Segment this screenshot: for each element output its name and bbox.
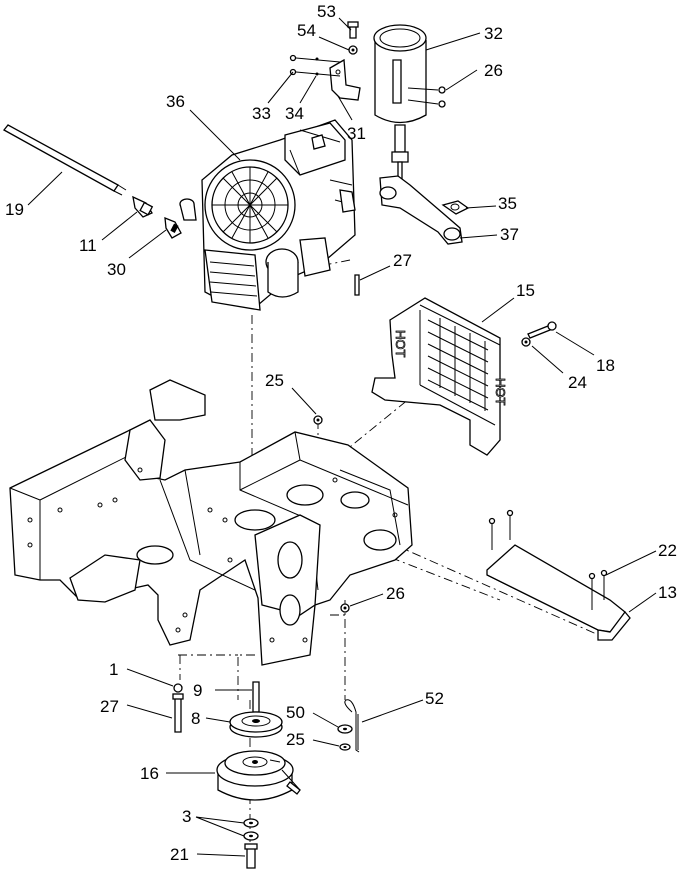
callout-31: 31 [347,124,366,143]
callout-34: 34 [285,104,304,123]
fuel-tube-19 [3,124,127,196]
fuel-filter [179,198,197,221]
washers-3 [243,818,259,841]
heat-shield-15: HOT HOT [371,297,508,456]
bracket-31 [329,58,361,101]
callout-52: 52 [425,689,444,708]
callout-37: 37 [500,225,519,244]
callout-22: 22 [658,541,677,560]
callout-11: 11 [79,236,97,255]
callout-27-top: 27 [393,251,412,270]
callout-9: 9 [193,681,202,700]
callout-24: 24 [568,373,587,392]
lower-hardware [172,415,350,733]
callout-18: 18 [596,356,615,375]
bolt-21 [244,843,258,869]
callout-33: 33 [252,104,271,123]
callout-1: 1 [109,660,118,679]
exhaust-manifold [379,175,463,245]
clutch-16 [216,750,301,801]
callout-19: 19 [5,200,24,219]
callout-25-top: 25 [265,371,284,390]
rod-52 [344,699,360,753]
mower-frame [9,379,413,666]
callout-25-bottom: 25 [286,730,305,749]
callout-8: 8 [191,709,200,728]
callout-26-bottom: 26 [386,584,405,603]
fitting-30 [164,216,182,239]
engine-36 [179,119,356,311]
callout-27-bottom: 27 [100,697,119,716]
callout-32: 32 [484,24,503,43]
pulley-8 [229,711,283,738]
callout-35: 35 [498,194,517,213]
callout-50: 50 [286,703,305,722]
callout-21: 21 [170,845,189,864]
fitting-11 [132,195,154,218]
callout-13: 13 [658,583,677,602]
cover-plate-13 [486,509,631,641]
callout-16: 16 [140,764,159,783]
hardware-18-24 [521,321,557,347]
gasket-35 [441,200,470,215]
callout-15: 15 [516,281,535,300]
spacer-50-25 [337,724,353,751]
shield-stamp-right: HOT [493,378,508,406]
callout-3: 3 [182,807,191,826]
callout-36: 36 [166,92,185,111]
callout-30: 30 [107,260,126,279]
callout-26-top: 26 [484,61,503,80]
shield-stamp-left: HOT [393,330,408,358]
frame-holes [27,467,398,643]
muffler-32 [373,24,463,245]
callout-54: 54 [297,21,316,40]
callout-53: 53 [317,2,336,21]
callout-labels: 53 54 32 26 36 33 34 31 19 11 30 35 37 2… [5,2,677,864]
leader-lines [27,17,657,857]
shield-louvers [427,318,489,411]
